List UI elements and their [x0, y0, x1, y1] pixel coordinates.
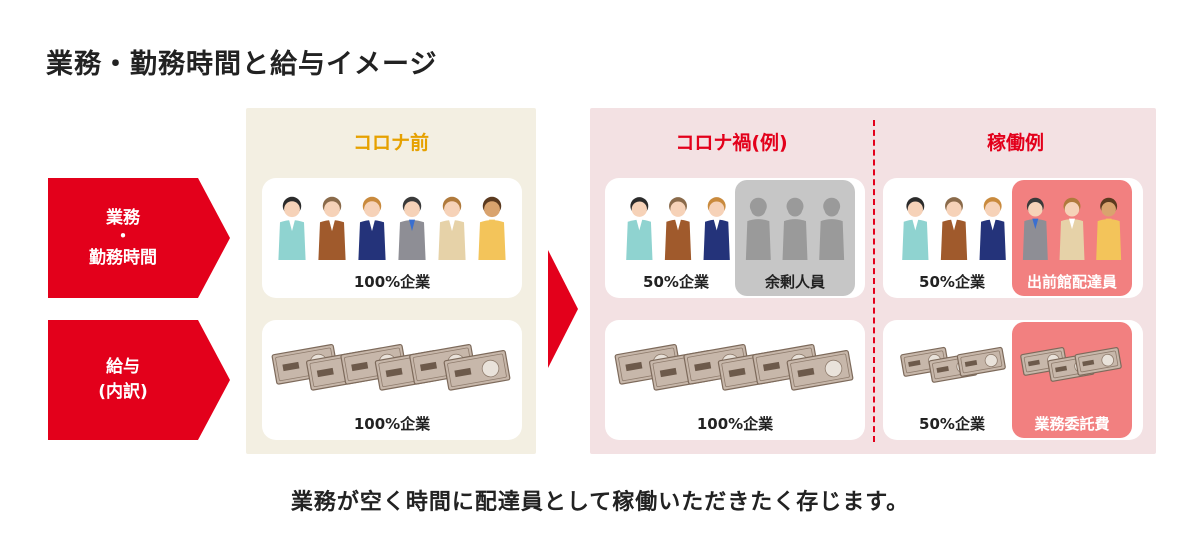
banknote [786, 349, 854, 391]
banknote [443, 349, 511, 391]
person-figure [902, 197, 929, 260]
panel-example-header: 稼働例 [986, 132, 1044, 154]
person-figure [1059, 197, 1085, 260]
person-figure [1096, 197, 1122, 260]
panel-before-header: コロナ前 [352, 132, 429, 154]
panel-during-header: コロナ禍(例) [675, 132, 788, 154]
person-figure [626, 197, 653, 260]
transition-arrow [548, 250, 578, 368]
panel-before-work-label: 100%企業 [353, 273, 431, 291]
delivery-people-icon [1022, 197, 1122, 260]
banknotes-icon [271, 343, 511, 391]
person-figure [703, 197, 730, 260]
surplus-staff-label: 余剰人員 [764, 273, 825, 291]
banknotes-icon [614, 343, 854, 391]
bottom-caption: 業務が空く時間に配達員として稼働いただきたく存じます。 [290, 490, 910, 515]
row-label-pay-arrow [48, 320, 230, 440]
row-label-pay-line2: (内訳) [98, 382, 148, 402]
banknotes-icon [900, 346, 1006, 383]
person-figure [358, 196, 386, 260]
people-group-icon [278, 196, 506, 260]
row-label-work-line2: 勤務時間 [89, 247, 157, 268]
delivery-staff-label: 出前館配達員 [1026, 273, 1117, 291]
people-group-icon [626, 197, 730, 260]
panel-example-work-label: 50%企業 [919, 273, 985, 291]
page-title: 業務・勤務時間と給与イメージ [46, 49, 438, 80]
panel-during-pay-label: 100%企業 [696, 415, 774, 433]
surplus-people-icon [745, 197, 845, 260]
person-figure [664, 197, 692, 260]
service-fee-box [1012, 322, 1132, 438]
panel-before-pay-label: 100%企業 [353, 415, 431, 433]
person-figure [940, 197, 968, 260]
row-label-work: 業務 ・ 勤務時間 [48, 178, 230, 298]
person-figure [398, 196, 426, 260]
panel-divider [873, 120, 875, 442]
person-figure [979, 197, 1006, 260]
panel-example-pay-label: 50%企業 [919, 415, 985, 433]
people-group-icon [902, 197, 1006, 260]
row-label-work-arrow [48, 178, 230, 298]
panel-during-work-label: 50%企業 [643, 273, 709, 291]
banknote [956, 346, 1006, 377]
person-figure [745, 197, 771, 260]
row-label-pay: 給与 (内訳) [48, 320, 230, 440]
person-figure [819, 197, 845, 260]
person-figure [782, 197, 808, 260]
row-label-pay-line1: 給与 [106, 357, 140, 378]
banknote [1074, 347, 1122, 376]
person-figure [278, 196, 306, 260]
service-fee-label: 業務委託費 [1034, 415, 1110, 433]
person-figure [438, 196, 466, 260]
row-label-work-dot: ・ [114, 227, 132, 248]
person-figure [318, 196, 346, 260]
person-figure [478, 196, 506, 260]
banknotes-icon [1020, 347, 1122, 382]
panel-before-work-card [262, 178, 522, 298]
row-label-work-line1: 業務 [106, 207, 140, 228]
person-figure [1022, 197, 1048, 260]
